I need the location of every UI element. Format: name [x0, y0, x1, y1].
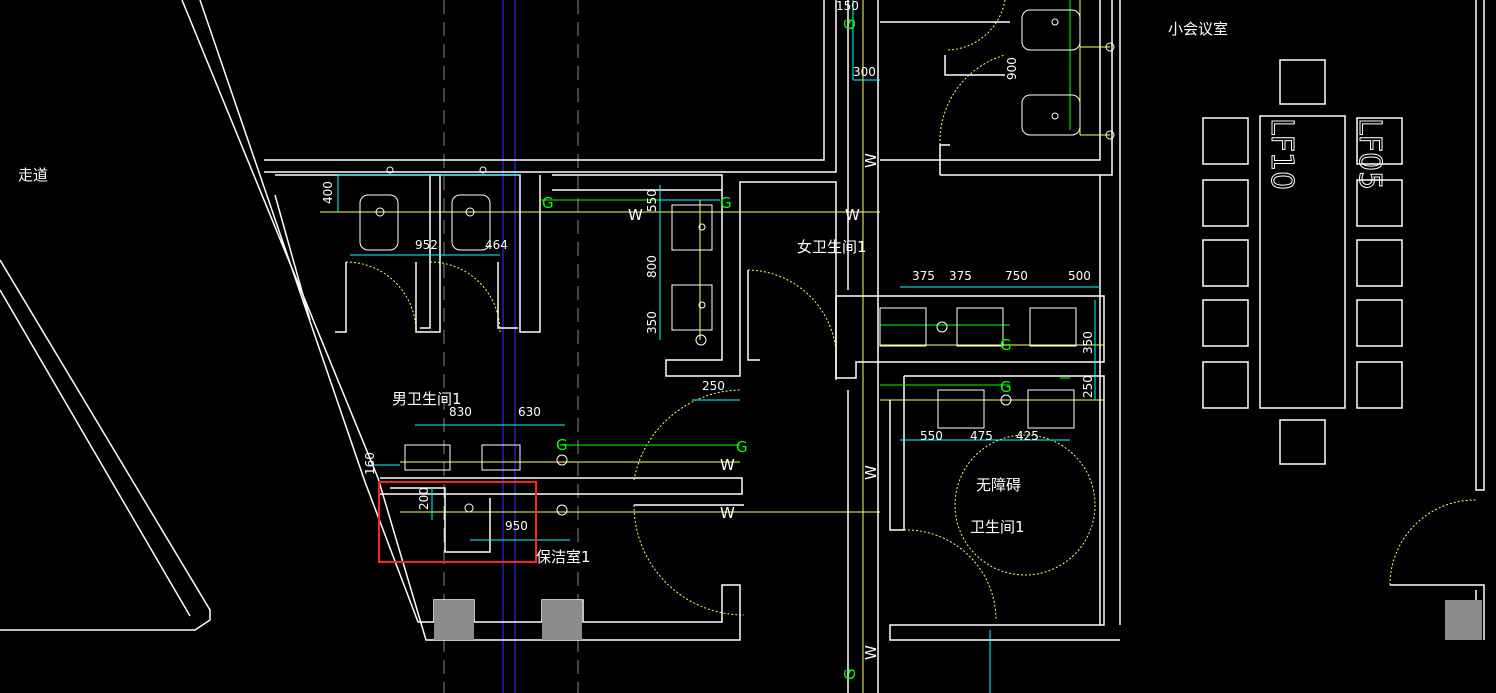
gas-label: G	[1000, 378, 1012, 396]
meeting-room-furniture	[1202, 59, 1403, 465]
dim-250: 250	[1081, 375, 1095, 398]
dim-952: 952	[415, 238, 438, 252]
water-label: W	[628, 206, 643, 224]
axis-lines	[443, 0, 579, 693]
dim-550: 550	[920, 429, 943, 443]
dim-750: 750	[1005, 269, 1028, 283]
gas-label: G	[736, 438, 748, 456]
label-cleaning-room: 保洁室1	[536, 548, 591, 566]
tag-lf05: LF05	[1352, 118, 1387, 190]
dim-550: 550	[645, 189, 659, 212]
dim-830: 830	[449, 405, 472, 419]
label-meeting-room: 小会议室	[1168, 20, 1228, 38]
highlight-box	[378, 481, 537, 563]
dim-160: 160	[363, 452, 377, 475]
dim-350: 350	[1081, 331, 1095, 354]
dim-200: 200	[417, 487, 431, 510]
label-corridor: 走道	[18, 166, 48, 184]
gas-label: G	[556, 436, 568, 454]
columns	[434, 600, 1482, 640]
tag-lf10: LF10	[1264, 118, 1299, 190]
water-pipes	[320, 0, 1110, 693]
dim-900: 900	[1005, 57, 1019, 80]
dim-475: 475	[970, 429, 993, 443]
dim-150: 150	[836, 0, 859, 13]
dimension-lines	[337, 0, 1100, 693]
dim-800: 800	[645, 255, 659, 278]
dim-500: 500	[1068, 269, 1091, 283]
gas-label: G	[542, 194, 554, 212]
gas-label: G	[1000, 336, 1012, 354]
label-women-wc: 女卫生间1	[797, 238, 867, 256]
room-tags: LF10 LF05	[1264, 118, 1388, 191]
door-arcs	[345, 0, 1477, 621]
water-label: W	[720, 504, 735, 522]
gas-label: G	[720, 194, 732, 212]
room-labels: 走道 小会议室 女卫生间1 男卫生间1 无障碍 卫生间1 保洁室1	[18, 20, 1228, 566]
valves	[375, 18, 1115, 516]
pipe-letters: W W W W W W W G G G G G G G G	[542, 18, 1012, 680]
dim-464: 464	[485, 238, 508, 252]
water-label: W	[862, 465, 880, 480]
dimension-values: 150 300 900 400 952 464 550 800 350 250 …	[321, 0, 1095, 533]
water-label: W	[845, 206, 860, 224]
gas-label: G	[841, 668, 859, 680]
water-label: W	[862, 645, 880, 660]
dim-375: 375	[949, 269, 972, 283]
label-accessible: 无障碍	[976, 476, 1021, 494]
gas-pipes	[540, 0, 1071, 446]
water-label: W	[720, 456, 735, 474]
dim-250: 250	[702, 379, 725, 393]
label-accessible-wc: 卫生间1	[970, 518, 1025, 536]
dim-425: 425	[1016, 429, 1039, 443]
label-men-wc: 男卫生间1	[392, 390, 462, 408]
dim-630: 630	[518, 405, 541, 419]
dim-350: 350	[645, 311, 659, 334]
water-label: W	[862, 153, 880, 168]
dim-400: 400	[321, 181, 335, 204]
dim-950: 950	[505, 519, 528, 533]
dim-375: 375	[912, 269, 935, 283]
gas-label: G	[841, 18, 859, 30]
dim-300: 300	[853, 65, 876, 79]
fixtures	[359, 9, 1081, 471]
